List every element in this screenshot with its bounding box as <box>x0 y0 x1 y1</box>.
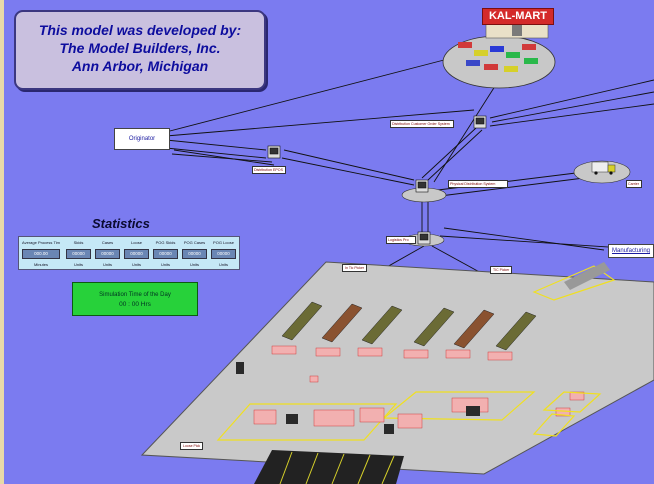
stats-header: Average Process Tim <box>22 240 60 245</box>
physical-distribution-node[interactable]: Physical Distribution System <box>448 180 508 188</box>
picking-zones <box>216 391 602 441</box>
stats-header: Loose <box>131 240 142 245</box>
credits-box: This model was developed by: The Model B… <box>14 10 266 90</box>
simulation-canvas: This model was developed by: The Model B… <box>4 0 654 484</box>
stats-unit: Units <box>218 262 229 267</box>
simulation-time-readout: 00 : 00 Hrs <box>73 300 197 309</box>
stats-unit: Units <box>131 262 142 267</box>
stats-header: POG Skids <box>155 240 176 245</box>
stats-value: 00000 <box>153 249 178 259</box>
stats-col-loose: Loose 00000 Units <box>123 237 150 271</box>
logistics-node[interactable]: Logistics Pro <box>386 236 416 244</box>
stats-value: 00000 <box>66 249 91 259</box>
statistics-title: Statistics <box>92 216 150 231</box>
stats-header: POG Cases <box>183 240 206 245</box>
stats-col-process-time: Average Process Tim 000.00 Minutes <box>21 237 61 271</box>
stats-header: Skids <box>73 240 84 245</box>
dock-lines <box>279 451 395 484</box>
parked-cars <box>458 42 538 72</box>
carrier-node[interactable]: Carrier <box>626 180 642 188</box>
stats-col-pog-cases: POG Cases 00000 Units <box>181 237 208 271</box>
warehouse-floor <box>140 261 654 475</box>
zone-pallets <box>253 397 489 429</box>
simulation-time-label: Simulation Time of the Day <box>99 292 171 298</box>
credits-line-1: This model was developed by: <box>38 22 242 38</box>
stats-header: Cases <box>101 240 114 245</box>
stats-value: 00000 <box>95 249 120 259</box>
credits-line-2: The Model Builders, Inc. <box>59 40 221 56</box>
statistics-panel: Average Process Tim 000.00 Minutes Skids… <box>18 236 240 270</box>
epos-node[interactable]: Distribution EPOS <box>252 166 286 174</box>
credits-line-3: Ann Arbor, Michigan <box>71 58 209 74</box>
store-sign: KAL-MART <box>482 8 554 25</box>
simulation-scene <box>140 19 654 484</box>
simulation-time-value: 00 : 00 <box>119 301 139 308</box>
loading-dock <box>254 450 404 484</box>
manufacturing-link[interactable]: Manufacturing <box>608 244 654 258</box>
stats-unit: Units <box>160 262 171 267</box>
simulation-time-unit: Hrs <box>140 301 151 308</box>
storage-racks <box>281 301 537 351</box>
conveyor-arrow <box>564 262 610 290</box>
workstations <box>236 362 480 434</box>
stats-col-cases: Cases 00000 Units <box>94 237 121 271</box>
network-links <box>165 59 654 281</box>
originator-node[interactable]: Originator <box>114 128 170 150</box>
computer-icons <box>267 115 487 245</box>
tic-picker-label: TIC Picker <box>490 266 513 274</box>
simulation-time-panel: Simulation Time of the Day 00 : 00 Hrs <box>72 282 198 316</box>
stats-unit: Minutes <box>33 262 48 267</box>
loose-pick-label: Loose Pick <box>180 442 204 450</box>
delivery-truck-icon <box>591 161 616 175</box>
customer-order-node[interactable]: Distribution Customer Order System <box>390 120 454 128</box>
stats-col-skids: Skids 00000 Units <box>65 237 92 271</box>
stats-value: 00000 <box>124 249 149 259</box>
stats-value: 00000 <box>182 249 207 259</box>
stats-unit: Units <box>189 262 200 267</box>
in-tic-picker-label: In Tic Picker <box>342 264 368 272</box>
stats-col-pog-loose: POG Loose 00000 Units <box>210 237 237 271</box>
stats-unit: Units <box>102 262 113 267</box>
stats-value: 000.00 <box>22 249 60 259</box>
stats-col-pog-skids: POG Skids 00000 Units <box>152 237 179 271</box>
stats-header: POG Loose <box>213 240 234 245</box>
stats-value: 00000 <box>211 249 236 259</box>
pallet-markers <box>271 345 585 417</box>
store-door <box>512 24 522 36</box>
receiving-zone <box>532 265 616 301</box>
stats-unit: Units <box>73 262 84 267</box>
